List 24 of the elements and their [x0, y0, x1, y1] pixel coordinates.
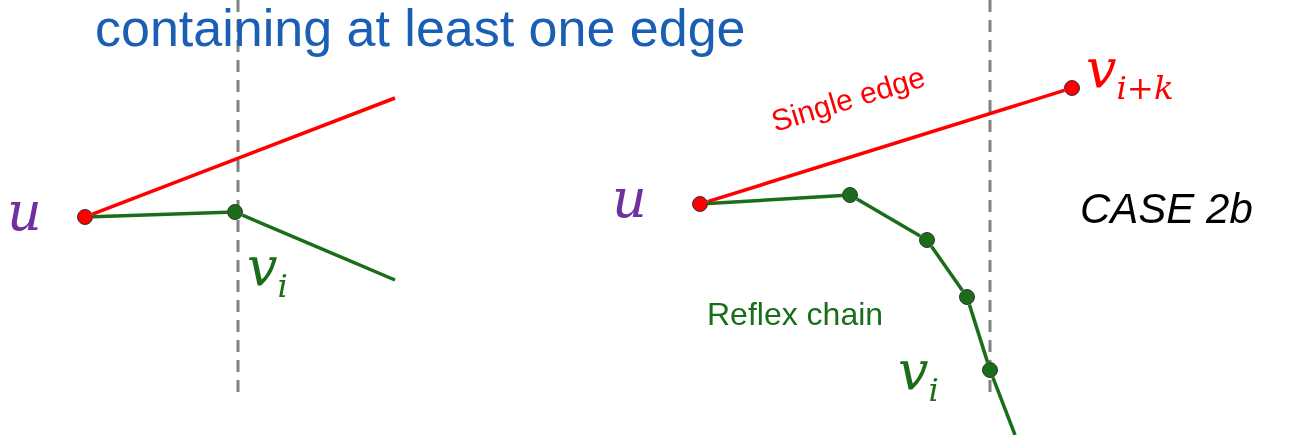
line-segment — [91, 96, 396, 216]
vertex-label: v$_{i+k}$ — [1086, 42, 1174, 105]
line-segment — [930, 245, 964, 292]
case-label: CASE 2b — [1080, 188, 1253, 230]
line-segment — [707, 88, 1065, 204]
vertex-dot — [919, 232, 935, 248]
line-segment — [856, 197, 921, 238]
line-segment — [967, 304, 990, 363]
vertex-dot — [1064, 80, 1080, 96]
vertex-dot — [692, 196, 708, 212]
vertex-label: v$_{i}$ — [898, 344, 939, 407]
vertex-label: u — [7, 185, 42, 239]
vertex-dot — [227, 204, 243, 220]
line-segment — [707, 193, 843, 206]
vertex-dot — [959, 289, 975, 305]
line-segment — [92, 210, 228, 219]
vertex-dot — [982, 362, 998, 378]
vertex-label: u — [612, 172, 647, 226]
line-segment — [241, 213, 396, 282]
line-segment — [991, 376, 1017, 435]
vertex-dot — [77, 209, 93, 225]
vertex-dot — [842, 187, 858, 203]
chain-label: Reflex chain — [707, 298, 884, 330]
vertex-label: v$_{i}$ — [247, 240, 288, 303]
